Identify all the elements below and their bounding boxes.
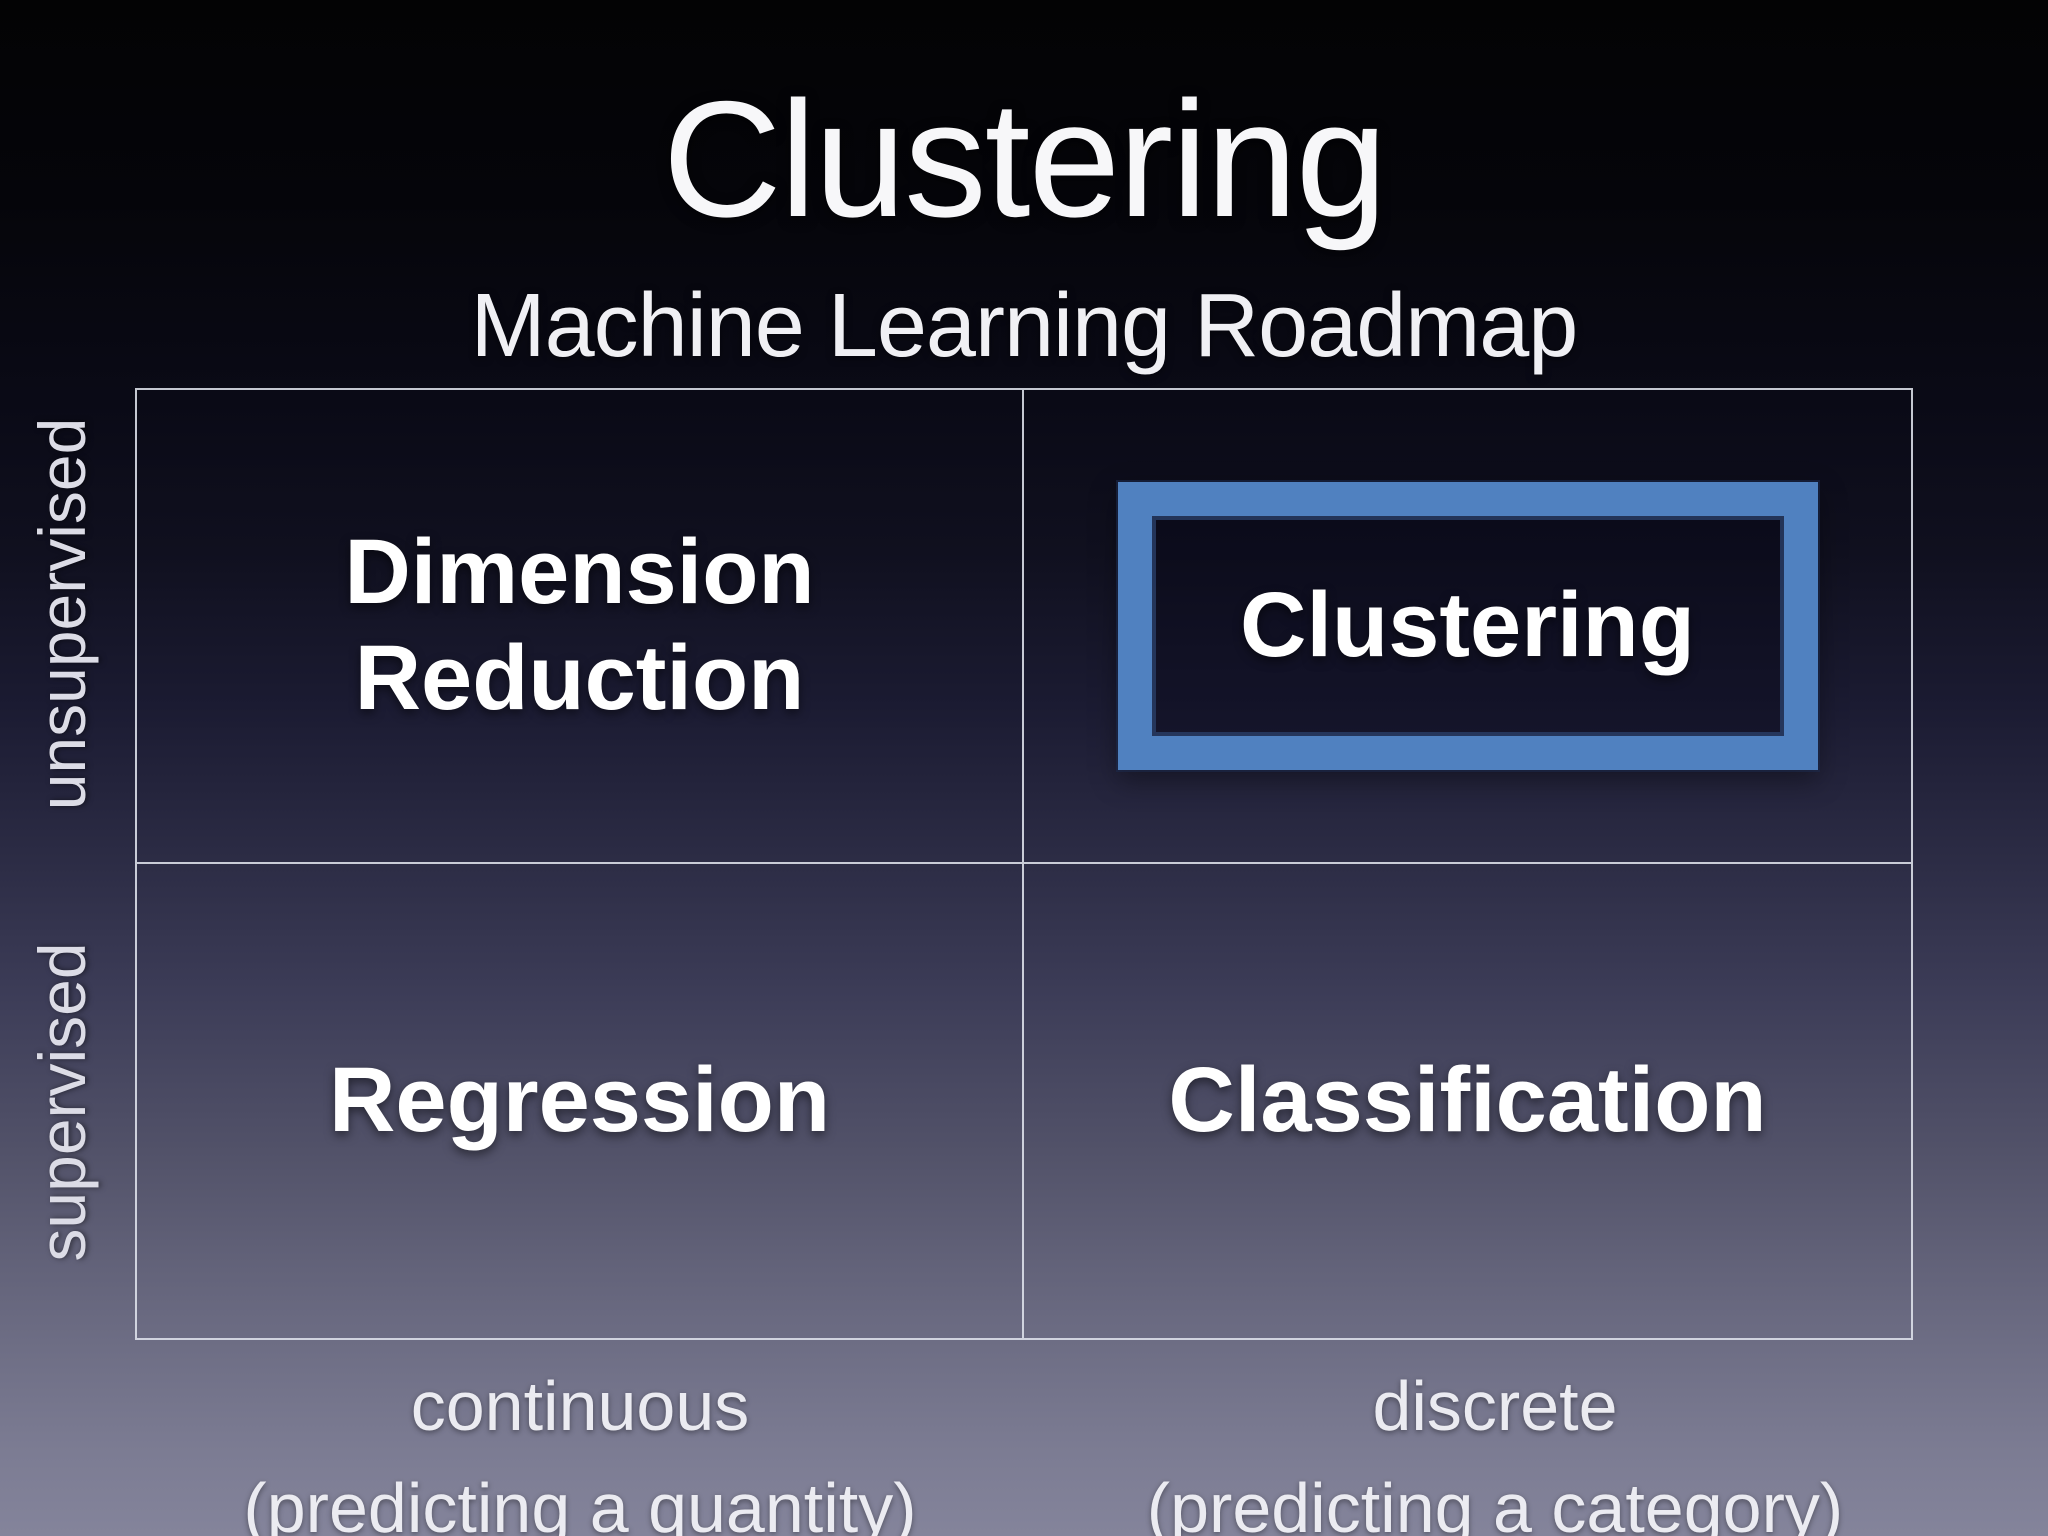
col-label-discrete: discrete (predicting a category)	[1050, 1356, 1940, 1536]
col-label-continuous-main: continuous	[410, 1367, 750, 1445]
quadrant-regression-label: Regression	[328, 1049, 831, 1152]
quadrant-dimension-reduction: Dimension Reduction	[137, 390, 1024, 864]
col-label-discrete-sub: (predicting a category)	[1146, 1468, 1844, 1536]
quadrant-clustering: Clustering	[1024, 390, 1911, 864]
slide-subtitle: Machine Learning Roadmap	[470, 276, 1579, 376]
quadrant-clustering-label: Clustering	[1240, 574, 1695, 677]
col-label-continuous: continuous (predicting a quantity)	[135, 1356, 1025, 1536]
col-label-continuous-sub: (predicting a quantity)	[243, 1468, 917, 1536]
quadrant-regression: Regression	[137, 864, 1024, 1338]
quadrant-classification: Classification	[1024, 864, 1911, 1338]
row-label-unsupervised: unsupervised	[25, 417, 99, 811]
quadrant-classification-label: Classification	[1168, 1049, 1767, 1152]
quadrant-dimension-reduction-label: Dimension Reduction	[344, 521, 815, 729]
col-label-discrete-main: discrete	[1372, 1367, 1618, 1445]
slide-title: Clustering	[662, 67, 1388, 251]
quadrant-grid: Dimension Reduction Clustering Regressio…	[135, 388, 1913, 1340]
row-label-supervised: supervised	[25, 942, 99, 1262]
clustering-highlight-box: Clustering	[1117, 482, 1818, 770]
